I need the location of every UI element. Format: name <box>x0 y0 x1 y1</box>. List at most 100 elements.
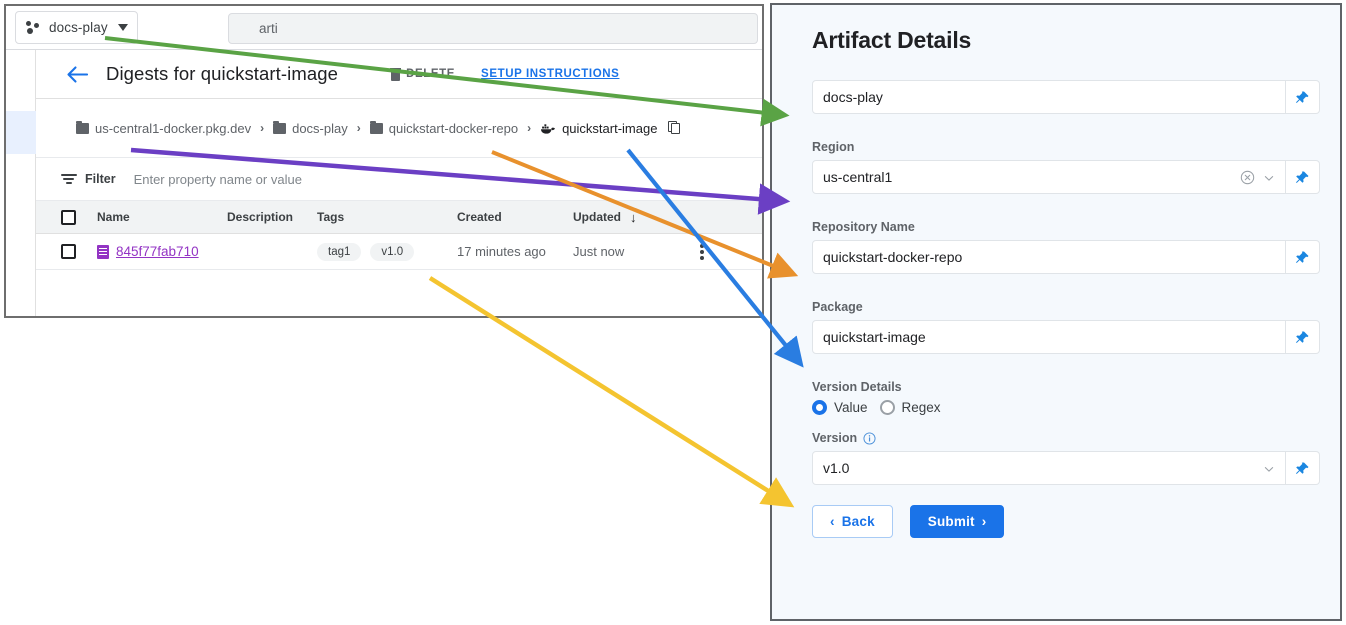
digest-icon <box>97 244 109 259</box>
search-value: arti <box>259 21 278 36</box>
chevron-down-icon <box>117 24 128 31</box>
digests-table: Name Description Tags Created Updated ↓ … <box>36 201 762 270</box>
version-value: v1.0 <box>823 460 850 476</box>
back-button-label: Back <box>841 514 875 529</box>
version-details-radio-group: Value Regex <box>812 400 1320 415</box>
console-top-bar: docs-play arti <box>6 6 762 50</box>
breadcrumb: us-central1-docker.pkg.dev › docs-play ›… <box>36 99 762 158</box>
page-header: Digests for quickstart-image DELETE SETU… <box>36 50 762 99</box>
breadcrumb-label: docs-play <box>292 120 348 136</box>
column-header-created[interactable]: Created <box>457 210 502 224</box>
region-input[interactable]: us-central1 <box>812 160 1286 194</box>
radio-value-label: Value <box>834 400 868 415</box>
region-value: us-central1 <box>823 169 893 185</box>
left-nav-rail <box>6 50 36 316</box>
submit-button[interactable]: Submit › <box>909 505 1005 538</box>
breadcrumb-label: us-central1-docker.pkg.dev <box>95 120 252 136</box>
cell-created: 17 minutes ago <box>457 244 546 259</box>
copy-icon[interactable] <box>668 121 681 135</box>
back-button-chevron: ‹ <box>830 514 835 529</box>
project-icon <box>26 21 41 34</box>
field-repository-name: Repository Name quickstart-docker-repo <box>812 220 1320 274</box>
info-icon[interactable] <box>863 431 876 445</box>
console-window: docs-play arti Digests for quickstart-im… <box>4 4 764 318</box>
radio-button-icon <box>879 400 895 415</box>
column-header-tags[interactable]: Tags <box>317 210 345 224</box>
pin-icon[interactable] <box>1286 320 1320 354</box>
chevron-down-icon[interactable] <box>1263 171 1275 183</box>
tag-chip[interactable]: tag1 <box>317 242 362 261</box>
breadcrumb-item-project[interactable]: docs-play <box>273 120 348 136</box>
region-label: Region <box>812 140 855 154</box>
version-label-row: Version <box>812 431 1320 445</box>
digest-link[interactable]: 845f77fab710 <box>97 244 227 259</box>
artifact-details-panel: Artifact Details docs-play Region <box>770 3 1342 621</box>
pin-icon[interactable] <box>1286 160 1320 194</box>
panel-title: Artifact Details <box>812 27 972 53</box>
row-checkbox[interactable] <box>61 244 76 259</box>
submit-button-label: Submit <box>927 514 975 529</box>
pin-icon[interactable] <box>1286 240 1320 274</box>
table-row[interactable]: 845f77fab710 tag1 v1.0 17 minutes ago Ju… <box>36 234 762 270</box>
clear-icon[interactable] <box>1240 170 1255 185</box>
cell-updated: Just now <box>573 244 625 259</box>
docker-icon <box>540 122 556 134</box>
radio-value[interactable]: Value <box>812 400 868 415</box>
search-input[interactable]: arti <box>228 13 758 44</box>
breadcrumb-separator: › <box>260 121 265 135</box>
back-arrow-icon[interactable] <box>66 63 88 85</box>
field-version-details: Version Details Value Regex <box>812 380 1320 415</box>
pin-icon[interactable] <box>1286 451 1320 485</box>
column-header-updated[interactable]: Updated ↓ <box>573 210 678 225</box>
trash-icon <box>390 67 402 81</box>
package-value: quickstart-image <box>823 329 926 345</box>
filter-bar[interactable]: Filter Enter property name or value <box>36 158 762 201</box>
project-chip-label: docs-play <box>49 20 108 35</box>
breadcrumb-item-repo[interactable]: quickstart-docker-repo <box>369 120 518 136</box>
submit-button-chevron: › <box>981 514 987 529</box>
radio-regex[interactable]: Regex <box>879 400 941 415</box>
filter-input[interactable]: Enter property name or value <box>133 171 302 187</box>
package-input[interactable]: quickstart-image <box>812 320 1286 354</box>
filter-label: Filter <box>85 172 116 186</box>
folder-icon <box>76 120 89 134</box>
chevron-down-icon[interactable] <box>1263 462 1275 474</box>
package-label: Package <box>812 300 863 314</box>
radio-button-selected-icon <box>812 400 827 415</box>
table-header-row: Name Description Tags Created Updated ↓ <box>36 201 762 234</box>
rail-active-item[interactable] <box>6 111 36 154</box>
sort-descending-icon: ↓ <box>630 209 637 225</box>
field-package: Package quickstart-image <box>812 300 1320 354</box>
setup-instructions-link[interactable]: SETUP INSTRUCTIONS <box>481 68 619 80</box>
project-input[interactable]: docs-play <box>812 80 1286 114</box>
version-input[interactable]: v1.0 <box>812 451 1286 485</box>
version-details-label: Version Details <box>812 380 902 394</box>
project-selector-chip[interactable]: docs-play <box>15 11 138 44</box>
repository-name-input[interactable]: quickstart-docker-repo <box>812 240 1286 274</box>
column-header-name[interactable]: Name <box>97 210 130 224</box>
column-header-description[interactable]: Description <box>227 210 294 224</box>
folder-icon <box>369 120 383 134</box>
breadcrumb-item-image[interactable]: quickstart-image <box>540 121 657 136</box>
setup-instructions-label: SETUP INSTRUCTIONS <box>481 68 620 80</box>
select-all-checkbox[interactable] <box>61 209 76 225</box>
breadcrumb-item-registry[interactable]: us-central1-docker.pkg.dev <box>76 120 252 136</box>
kebab-menu-icon[interactable] <box>700 243 704 260</box>
breadcrumb-separator: › <box>356 121 361 135</box>
cell-tags: tag1 v1.0 <box>317 242 457 261</box>
delete-button[interactable]: DELETE <box>390 67 455 81</box>
filter-icon <box>61 173 77 185</box>
page-title: Digests for quickstart-image <box>106 63 339 84</box>
breadcrumb-separator: › <box>527 121 532 135</box>
pin-icon[interactable] <box>1286 80 1320 114</box>
version-label: Version <box>812 431 858 445</box>
digest-name: 845f77fab710 <box>116 244 199 259</box>
project-value: docs-play <box>823 89 883 105</box>
folder-icon <box>273 120 287 134</box>
breadcrumb-label: quickstart-image <box>562 120 658 136</box>
form-buttons: ‹ Back Submit › <box>812 505 1320 538</box>
tag-chip[interactable]: v1.0 <box>370 242 415 261</box>
back-button[interactable]: ‹ Back <box>812 505 893 538</box>
field-region: Region us-central1 <box>812 140 1320 194</box>
